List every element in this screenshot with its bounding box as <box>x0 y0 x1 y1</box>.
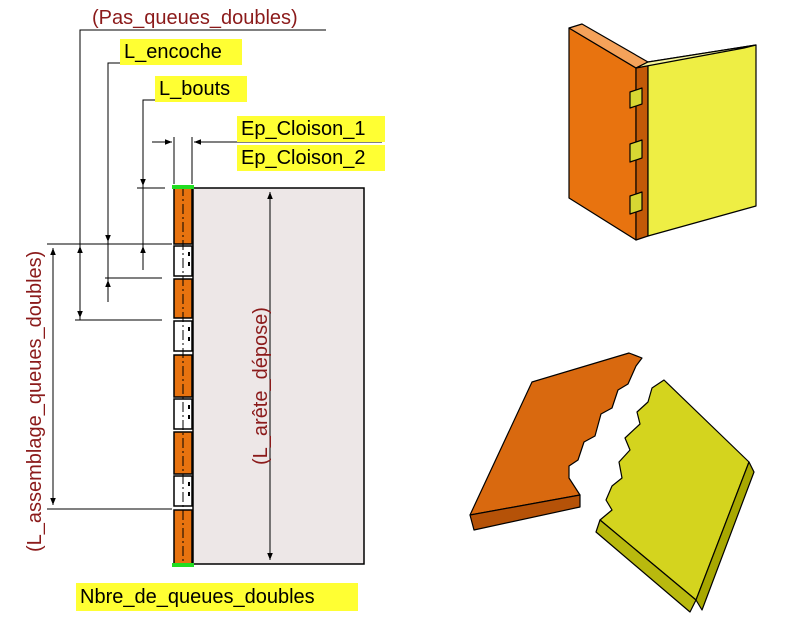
yellow-panel-side <box>695 461 755 611</box>
panel-face <box>192 187 365 565</box>
front-view <box>172 185 365 567</box>
nbre-highlight <box>76 583 358 611</box>
pas-label: (Pas_queues_doubles) <box>92 7 298 29</box>
bouts-label: L_bouts <box>159 78 230 100</box>
arete-label: (L_arête_dépose) <box>250 307 272 465</box>
cloison1-label: Ep_Cloison_1 <box>241 118 366 140</box>
tenon-3d <box>629 139 643 163</box>
cloison2-label: Ep_Cloison_2 <box>241 147 366 169</box>
yellow-panel-front <box>595 519 697 613</box>
joint-strip <box>172 185 194 567</box>
dimension-lines <box>47 29 382 560</box>
orange-panel-top-face <box>469 352 643 516</box>
encoche-highlight <box>120 39 242 65</box>
encoche-label: L_encoche <box>124 41 222 63</box>
bouts-highlight <box>155 76 247 102</box>
pas-leader <box>79 29 326 320</box>
yellow-panel-top-face <box>599 379 750 601</box>
tenon-3d <box>629 191 643 215</box>
assemblage-label: (L_assemblage_queues_doubles) <box>24 251 46 552</box>
assembled-joint-3d <box>568 23 757 241</box>
tenon-3d <box>629 87 643 109</box>
exploded-joint-3d <box>469 352 755 613</box>
orange-panel-front <box>469 494 581 531</box>
yellow-panel-face <box>647 44 757 237</box>
cloison2-highlight <box>237 145 385 171</box>
cloison1-highlight <box>237 116 385 142</box>
nbre-label: Nbre_de_queues_doubles <box>80 586 315 608</box>
yellow-panel-top <box>635 44 757 69</box>
labels: (Pas_queues_doubles) L_encoche L_bouts E… <box>24 7 385 611</box>
